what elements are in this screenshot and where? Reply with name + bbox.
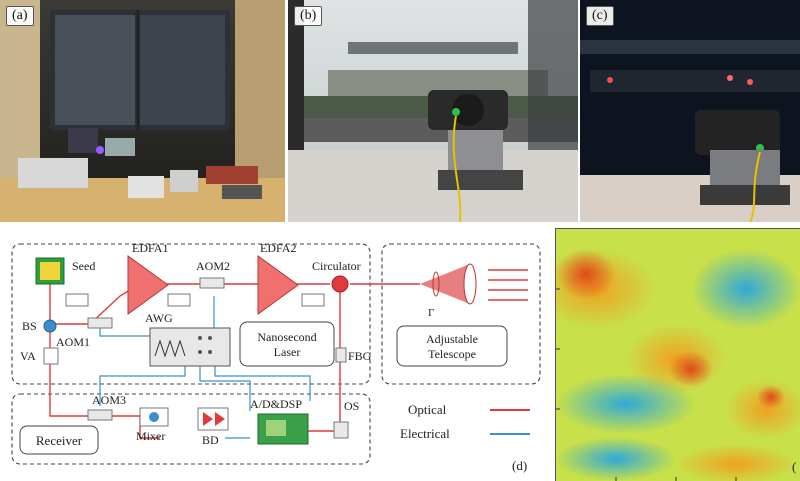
telescope-night-photo (580, 0, 800, 222)
aom1-label: AOM1 (56, 335, 90, 349)
circulator-label: Circulator (312, 259, 361, 273)
telescope-gamma-label: Γ (428, 307, 434, 319)
telescope-beam-icon (420, 264, 470, 304)
output-beam-arrows (488, 269, 528, 301)
receiver-group-box (11, 393, 371, 465)
aom3-label: AOM3 (92, 393, 126, 407)
panel-label-a: (a) (6, 6, 34, 26)
aom1-icon (87, 317, 113, 329)
edfa1-label: EDFA1 (132, 241, 168, 255)
aom2-driver-icon (167, 293, 191, 307)
telescope-day-photo (288, 0, 578, 222)
photo-panel-a: (a) (0, 0, 285, 222)
telescope-group-box (381, 243, 541, 385)
panel-label-c: (c) (586, 6, 614, 26)
awg-label: AWG (145, 311, 173, 325)
mixer-label: Mixer (136, 429, 165, 443)
legend-optical-label: Optical (408, 402, 447, 417)
color-map-panel-e: ( (555, 228, 800, 481)
circulator-icon (331, 275, 349, 293)
optical-switch-icon (333, 421, 349, 439)
aom1-driver-icon (65, 293, 89, 307)
telescope-lens-icon (463, 263, 477, 305)
legend-electrical-label: Electrical (400, 426, 450, 441)
wind-field-heatmap: ( (556, 229, 800, 481)
edfa2-pump-icon (301, 293, 325, 307)
panel-label-d: (d) (512, 458, 527, 473)
telescope-box (396, 325, 508, 367)
bs-label: BS (22, 319, 37, 333)
adc-dsp-label: A/D&DSP (250, 397, 302, 411)
lab-photo (0, 0, 285, 222)
receiver-box (19, 425, 99, 455)
transmitter-group-box (11, 243, 371, 385)
aom2-icon (199, 277, 225, 289)
receiver-label: Receiver (36, 433, 83, 448)
aom2-label: AOM2 (196, 259, 230, 273)
bd-label: BD (202, 433, 219, 447)
panel-label-b: (b) (294, 6, 323, 26)
photo-panel-c: (c) (580, 0, 800, 222)
system-diagram-panel-d: Seed EDFA1 AOM2 EDFA2 Circulator Γ Adjus… (0, 226, 555, 480)
edfa2-label: EDFA2 (260, 241, 296, 255)
beam-splitter-icon (43, 319, 57, 333)
seed-label: Seed (72, 259, 95, 273)
nanosecond-laser-box (239, 321, 335, 367)
edfa1-amplifier-icon (127, 255, 169, 315)
variable-attenuator-icon (43, 347, 59, 365)
awg-instrument-icon (149, 327, 231, 367)
aom3-icon (87, 409, 113, 421)
panel-label-e: ( (792, 459, 796, 474)
os-label: OS (344, 399, 359, 413)
fbg-icon (335, 347, 347, 363)
lidar-schematic: Seed EDFA1 AOM2 EDFA2 Circulator Γ Adjus… (11, 241, 541, 473)
photo-panel-b: (b) (288, 0, 578, 222)
edfa2-amplifier-icon (257, 255, 299, 315)
va-label: VA (20, 349, 36, 363)
fbg-label: FBG (348, 349, 372, 363)
